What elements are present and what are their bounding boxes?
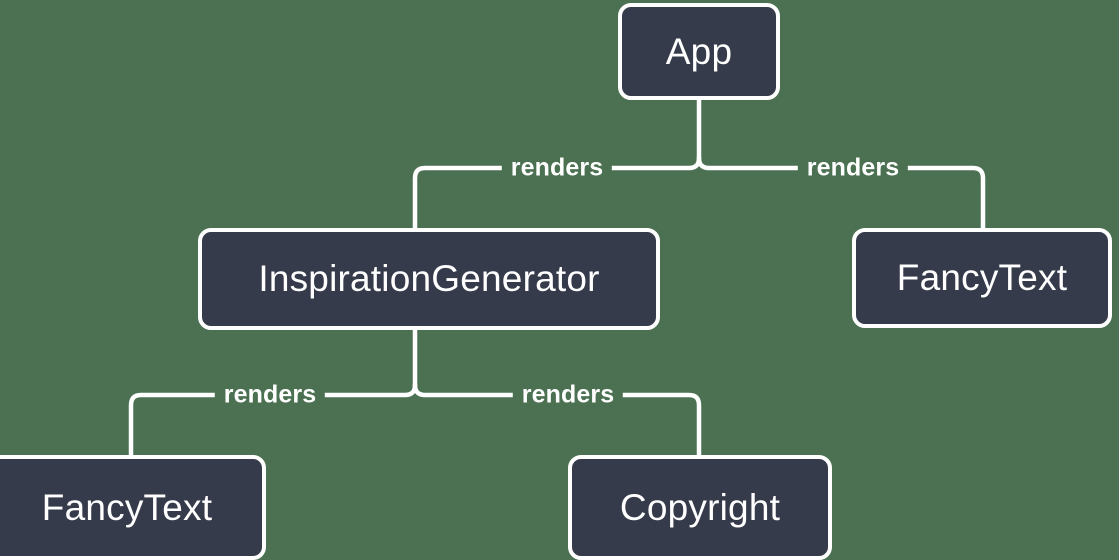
node-fancytext-right-label: FancyText — [896, 257, 1068, 298]
node-fancytext-bottom-label: FancyText — [41, 486, 213, 528]
node-fancytext-right[interactable]: FancyText — [852, 228, 1112, 328]
edge-inspiration-generator-to-copyright — [412, 382, 702, 458]
edge-label-inspiration-generator-to-copyright: renders — [512, 382, 624, 408]
node-copyright-label: Copyright — [619, 486, 781, 528]
node-inspiration-generator[interactable]: InspirationGenerator — [198, 228, 660, 330]
node-copyright[interactable]: Copyright — [568, 455, 832, 560]
node-inspiration-generator-label: InspirationGenerator — [258, 258, 600, 299]
node-fancytext-bottom[interactable]: FancyText — [0, 455, 266, 560]
edge-label-app-to-inspiration-generator: renders — [501, 155, 613, 181]
node-app[interactable]: App — [618, 3, 780, 100]
edge-label-app-to-fancytext-right: renders — [797, 155, 909, 181]
edge-label-inspiration-generator-to-fancytext-bottom: renders — [214, 382, 326, 408]
node-app-label: App — [665, 30, 733, 72]
edge-app-to-fancytext-right — [696, 155, 986, 231]
